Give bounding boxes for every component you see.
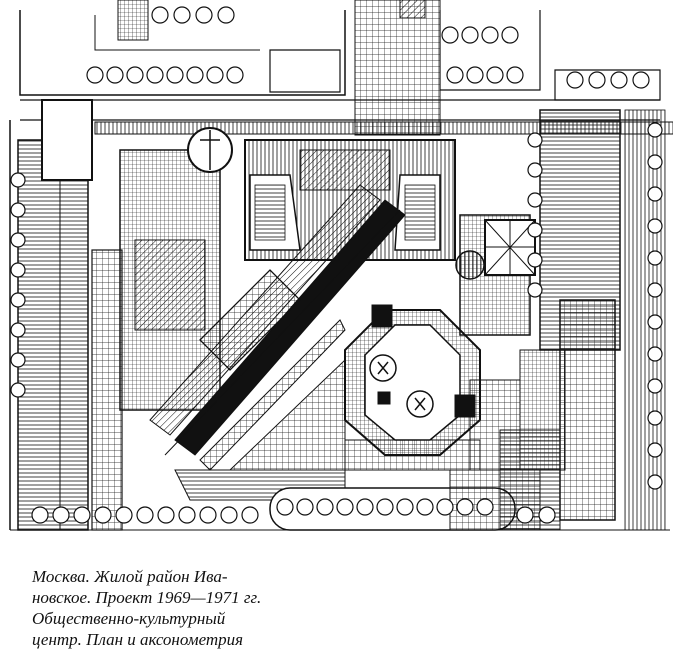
- tree-icon: [527, 282, 543, 298]
- tree-icon: [10, 322, 26, 338]
- tree-icon: [647, 442, 663, 458]
- tree-icon: [527, 252, 543, 268]
- tree-icon: [106, 66, 124, 84]
- tree-icon: [527, 192, 543, 208]
- tree-icon: [276, 498, 294, 516]
- tree-icon: [527, 222, 543, 238]
- tree-icon: [336, 498, 354, 516]
- tree-icon: [486, 66, 504, 84]
- tree-icon: [647, 346, 663, 362]
- tree-icon: [506, 66, 524, 84]
- tree-icon: [151, 6, 169, 24]
- tree-icon: [206, 66, 224, 84]
- tree-icon: [516, 506, 534, 524]
- tree-icon: [436, 498, 454, 516]
- tree-icon: [199, 506, 217, 524]
- tree-icon: [217, 6, 235, 24]
- tree-icon: [10, 202, 26, 218]
- tree-icon: [527, 162, 543, 178]
- tree-icon: [226, 66, 244, 84]
- tree-icon: [466, 66, 484, 84]
- tree-icon: [10, 382, 26, 398]
- tree-icon: [481, 26, 499, 44]
- tree-icon: [126, 66, 144, 84]
- tree-icon: [538, 506, 556, 524]
- tree-icon: [632, 71, 650, 89]
- tree-icon: [195, 6, 213, 24]
- tree-icon: [566, 71, 584, 89]
- tree-icon: [647, 122, 663, 138]
- tree-icon: [173, 6, 191, 24]
- tree-icon: [31, 506, 49, 524]
- tree-icon: [10, 172, 26, 188]
- tree-icon: [647, 282, 663, 298]
- tree-icon: [647, 474, 663, 490]
- tree-icon: [146, 66, 164, 84]
- tree-icon: [416, 498, 434, 516]
- tree-icon: [647, 218, 663, 234]
- tree-icon: [296, 498, 314, 516]
- tree-icon: [73, 506, 91, 524]
- tree-icon: [461, 26, 479, 44]
- tree-icon: [647, 314, 663, 330]
- tree-icon: [376, 498, 394, 516]
- tree-icon: [52, 506, 70, 524]
- tree-icon: [476, 498, 494, 516]
- tree-icon: [10, 292, 26, 308]
- tree-icon: [647, 186, 663, 202]
- tree-icon: [10, 232, 26, 248]
- tree-icon: [501, 26, 519, 44]
- tree-icon: [115, 506, 133, 524]
- tree-icon: [166, 66, 184, 84]
- caption-line-2: новское. Проект 1969—1971 гг.: [32, 588, 262, 607]
- tree-icon: [316, 498, 334, 516]
- tree-icon: [94, 506, 112, 524]
- tree-icon: [647, 410, 663, 426]
- tree-icon: [647, 250, 663, 266]
- tree-icon: [241, 506, 259, 524]
- tree-canopy-group: [10, 6, 663, 524]
- tree-icon: [10, 262, 26, 278]
- tree-icon: [647, 154, 663, 170]
- tree-icon: [86, 66, 104, 84]
- tree-icon: [456, 498, 474, 516]
- tree-icon: [186, 66, 204, 84]
- tree-icon: [446, 66, 464, 84]
- tree-icon: [588, 71, 606, 89]
- tree-icon: [647, 378, 663, 394]
- tree-icon: [441, 26, 459, 44]
- caption-line-4: центр. План и аксонометрия: [32, 630, 244, 649]
- figure-caption: Москва. Жилой район Ива- новское. Проект…: [32, 566, 392, 650]
- site-plan-drawing: [9, 0, 673, 531]
- tree-icon: [527, 132, 543, 148]
- tree-icon: [356, 498, 374, 516]
- tree-icon: [178, 506, 196, 524]
- tree-icon: [157, 506, 175, 524]
- tree-icon: [396, 498, 414, 516]
- caption-line-1: Москва. Жилой район Ива-: [32, 567, 228, 586]
- caption-line-3: Общественно-культурный: [32, 609, 226, 628]
- tree-icon: [136, 506, 154, 524]
- tree-icon: [610, 71, 628, 89]
- tree-icon: [10, 352, 26, 368]
- tree-icon: [220, 506, 238, 524]
